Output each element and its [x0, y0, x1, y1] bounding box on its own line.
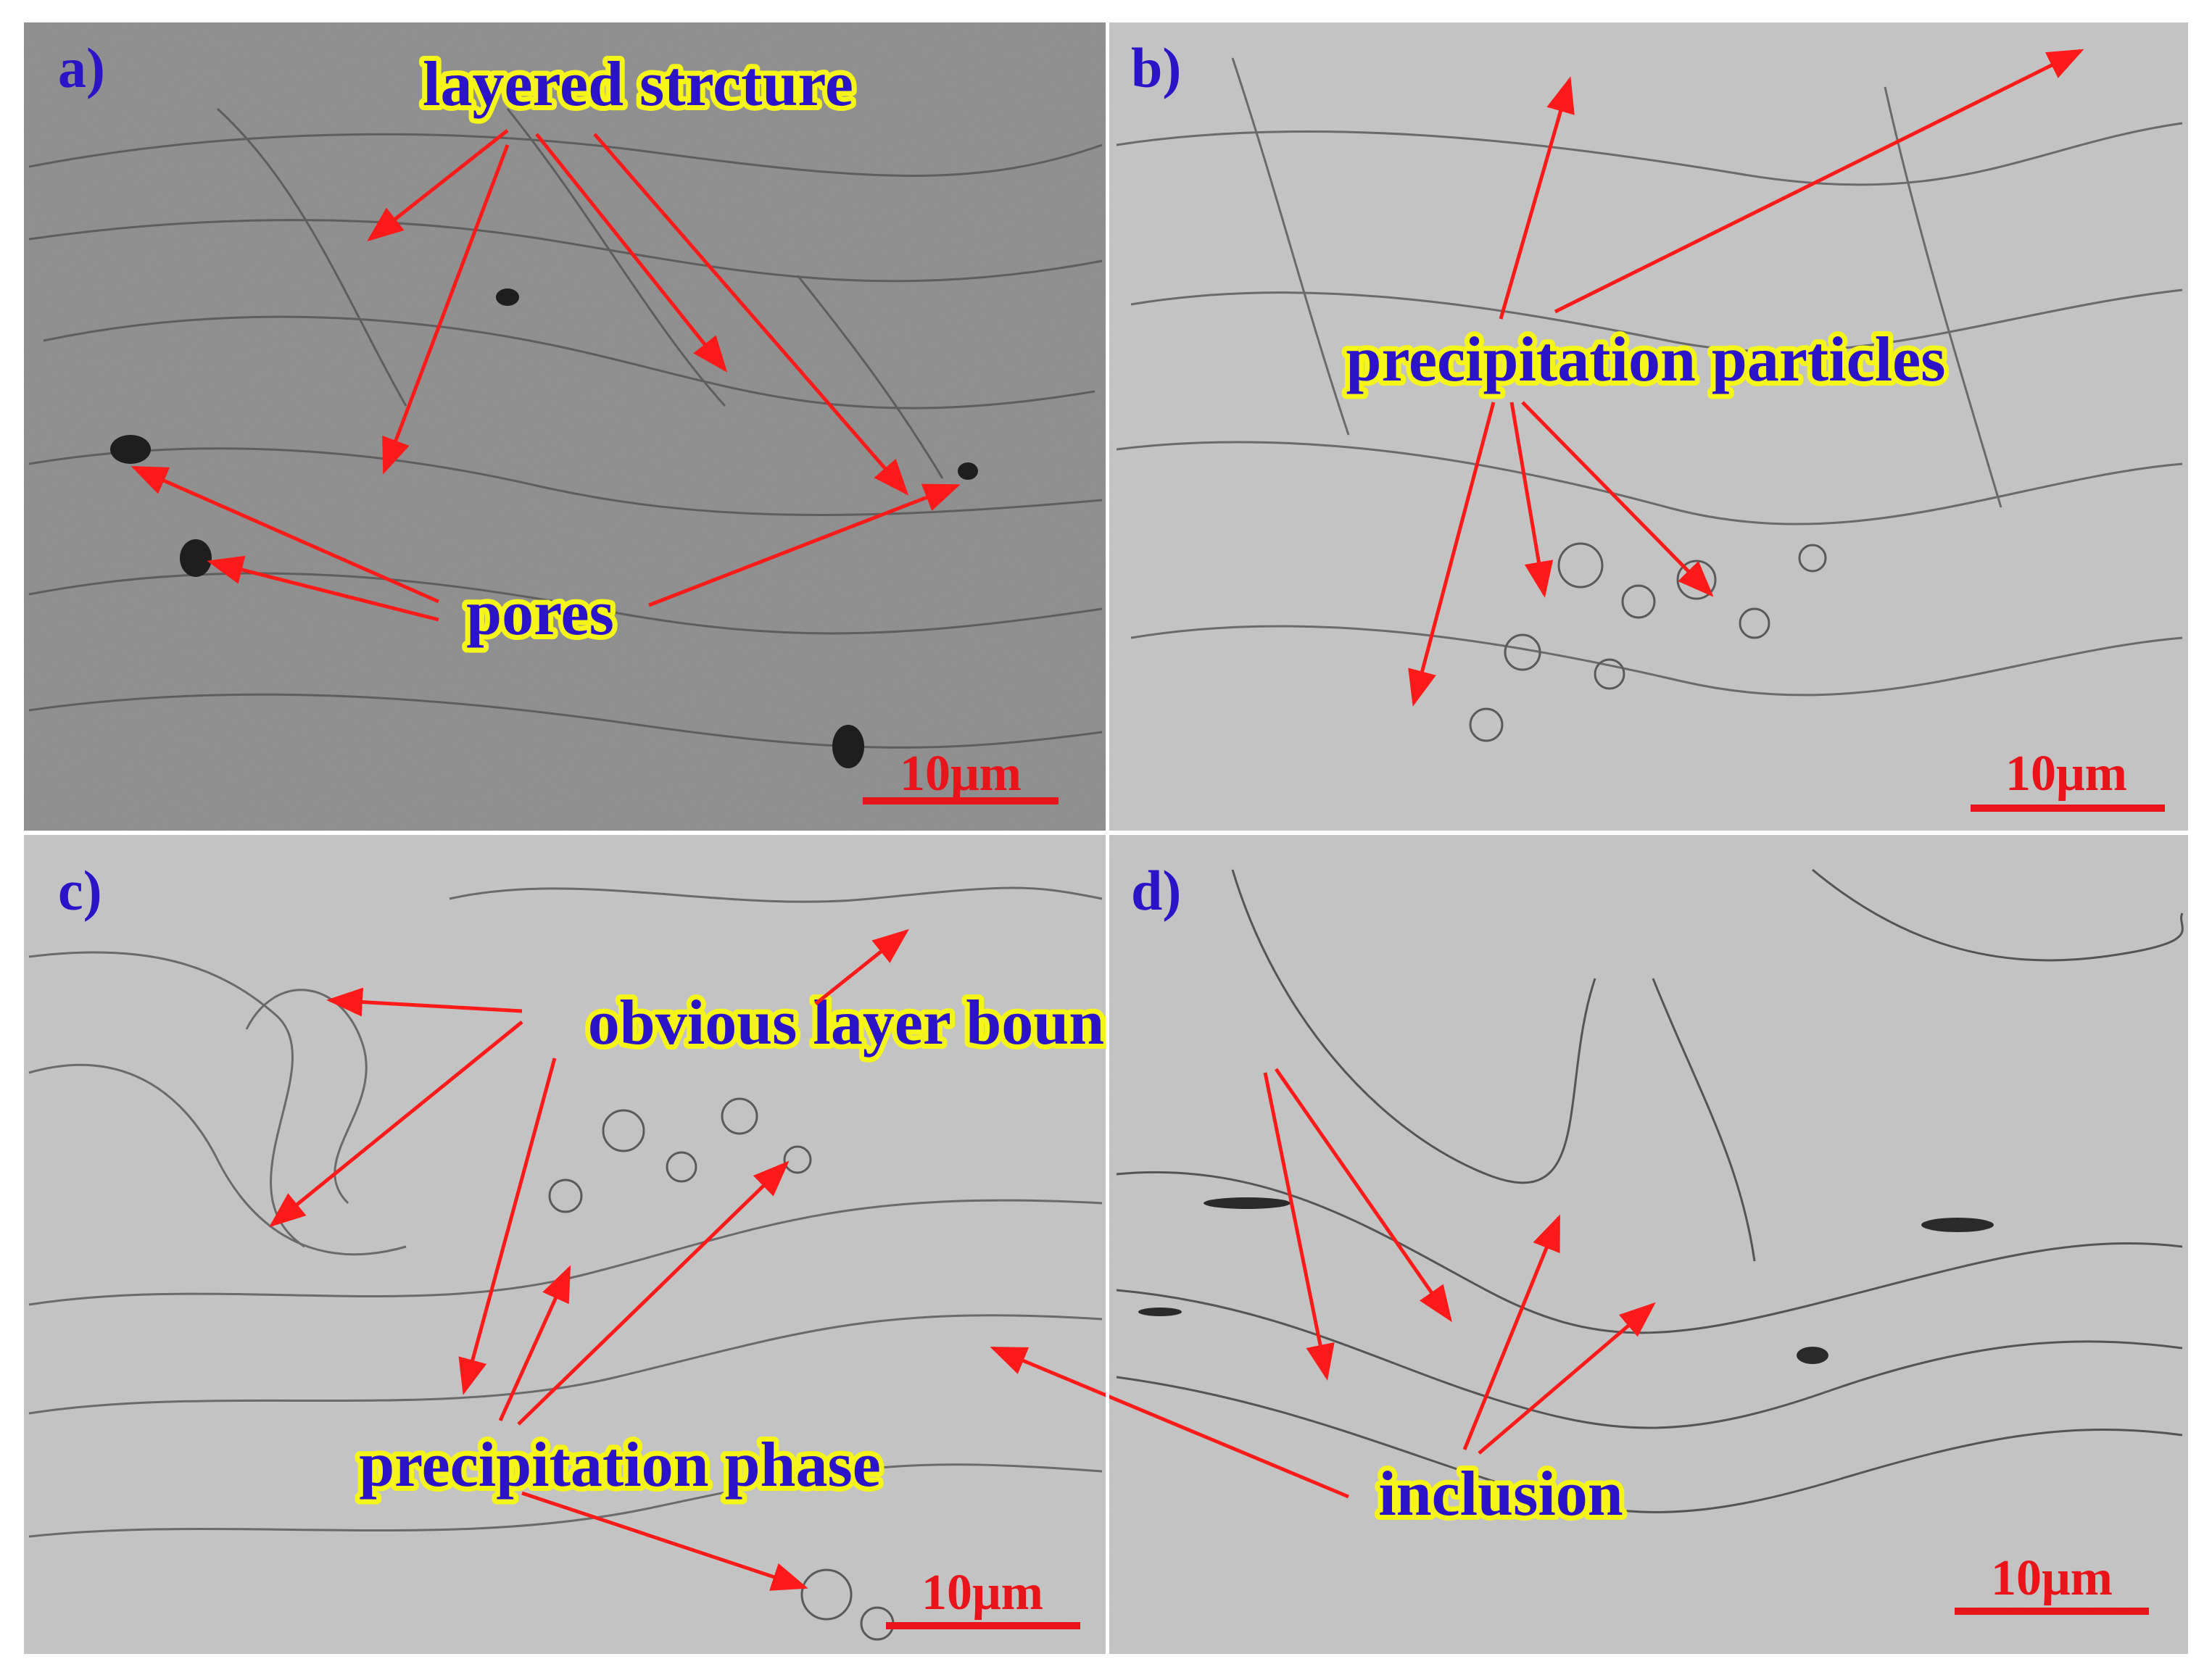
- particle: [1557, 542, 1604, 589]
- particle: [666, 1151, 697, 1183]
- panel-b-grain: [1109, 22, 2188, 831]
- particle: [1621, 584, 1656, 619]
- arrow: [593, 133, 909, 496]
- panel-c: c) obvious layer boundary precipitation …: [24, 835, 1237, 1654]
- arrow: [458, 1057, 557, 1395]
- panel-b-label-precipitation-particles: precipitation particles: [1346, 325, 1946, 395]
- panel-c-scale-label: 10μm: [921, 1565, 1043, 1621]
- panel-a-label-pores: pores: [466, 578, 614, 649]
- particle: [602, 1109, 645, 1152]
- panel-d-arrows: [990, 1068, 1656, 1499]
- panel-a-pore-marks: [110, 288, 978, 768]
- panel-divider-horizontal: [24, 831, 2188, 835]
- arrow: [1263, 1072, 1335, 1381]
- panel-d-scale-bar: [1955, 1608, 2149, 1615]
- panel-a-letter: a): [58, 36, 105, 99]
- particle: [1798, 544, 1827, 573]
- panel-d: d) inclusion 10μm: [990, 835, 2188, 1654]
- panel-b-scale-label: 10μm: [2005, 746, 2127, 802]
- arrow: [498, 1265, 571, 1422]
- panel-divider-vertical: [1106, 22, 1109, 1654]
- inclusion-mark: [1797, 1347, 1828, 1364]
- particle: [1594, 658, 1625, 690]
- arrow: [207, 555, 439, 622]
- pore-2: [180, 539, 212, 577]
- particle: [800, 1568, 853, 1621]
- particle: [1504, 633, 1541, 671]
- particle: [1739, 607, 1770, 639]
- arrow: [1509, 402, 1554, 598]
- pore-5: [496, 288, 519, 306]
- panel-b-letter: b): [1131, 36, 1181, 99]
- panel-d-layer-lines: [1116, 868, 2184, 1513]
- arrow: [367, 129, 509, 242]
- panel-c-layer-lines: [28, 886, 1103, 1538]
- panel-c-arrows: [269, 928, 909, 1591]
- panel-c-letter: c): [58, 859, 102, 922]
- panel-b-arrows: [1408, 49, 2084, 707]
- particle: [548, 1179, 583, 1213]
- arrow: [990, 1346, 1349, 1499]
- panel-a-scale-bar: [863, 797, 1059, 805]
- inclusion-mark: [1921, 1218, 1994, 1232]
- arrow: [1274, 1068, 1452, 1323]
- panel-d-scale-label: 10μm: [1991, 1550, 2113, 1606]
- arrow: [521, 1491, 808, 1591]
- arrow: [1462, 1214, 1561, 1450]
- arrow: [131, 465, 440, 604]
- arrow: [326, 987, 523, 1017]
- arrow: [814, 928, 909, 1005]
- panel-a: a) layered strcture pores 10μm: [24, 22, 1106, 831]
- arrow: [1408, 402, 1496, 707]
- pore-4: [832, 725, 864, 768]
- particle: [721, 1097, 758, 1135]
- inclusion-mark: [1138, 1308, 1182, 1316]
- panel-a-arrows: [131, 129, 961, 622]
- arrow: [1478, 1302, 1656, 1455]
- panel-a-scale-label: 10μm: [900, 746, 1022, 802]
- panel-c-grain: [24, 835, 1106, 1654]
- arrow: [382, 144, 510, 475]
- arrow: [648, 483, 961, 607]
- particle: [783, 1145, 812, 1174]
- pore-1: [110, 435, 151, 464]
- panel-b: b) precipitation particles 10μm: [1109, 22, 2188, 831]
- panel-c-phase-cluster: [548, 1097, 895, 1641]
- arrow: [1521, 401, 1714, 597]
- inclusion-mark: [1204, 1197, 1291, 1209]
- panel-a-label-layered-structure: layered strcture: [423, 49, 853, 120]
- panel-b-scale-bar: [1971, 805, 2165, 812]
- arrow: [535, 133, 728, 373]
- arrow: [1499, 76, 1575, 320]
- panel-d-grain: [1109, 835, 2188, 1654]
- particle: [1469, 707, 1504, 742]
- pore-3: [958, 462, 978, 480]
- arrow: [1554, 49, 2084, 314]
- panel-b-layer-lines: [1116, 57, 2183, 697]
- arrow: [517, 1160, 790, 1426]
- arrow: [269, 1021, 523, 1228]
- panel-a-layer-lines: [28, 107, 1103, 749]
- panel-d-label-inclusion: inclusion: [1378, 1459, 1623, 1529]
- panel-c-scale-bar: [886, 1622, 1080, 1629]
- panel-d-inclusion-marks: [1138, 1197, 1994, 1364]
- panel-d-letter: d): [1131, 859, 1181, 922]
- panel-c-label-precipitation-phase: precipitation phase: [359, 1430, 881, 1500]
